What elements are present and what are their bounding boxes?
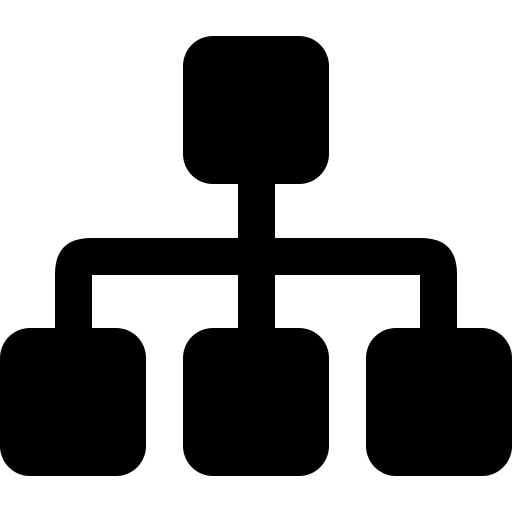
sitemap-connectors — [55, 176, 457, 336]
bottom-left-node — [0, 328, 146, 476]
bottom-right-node — [366, 328, 512, 476]
top-node — [183, 36, 329, 184]
bottom-center-node — [183, 328, 329, 476]
connector-bar — [55, 238, 457, 336]
